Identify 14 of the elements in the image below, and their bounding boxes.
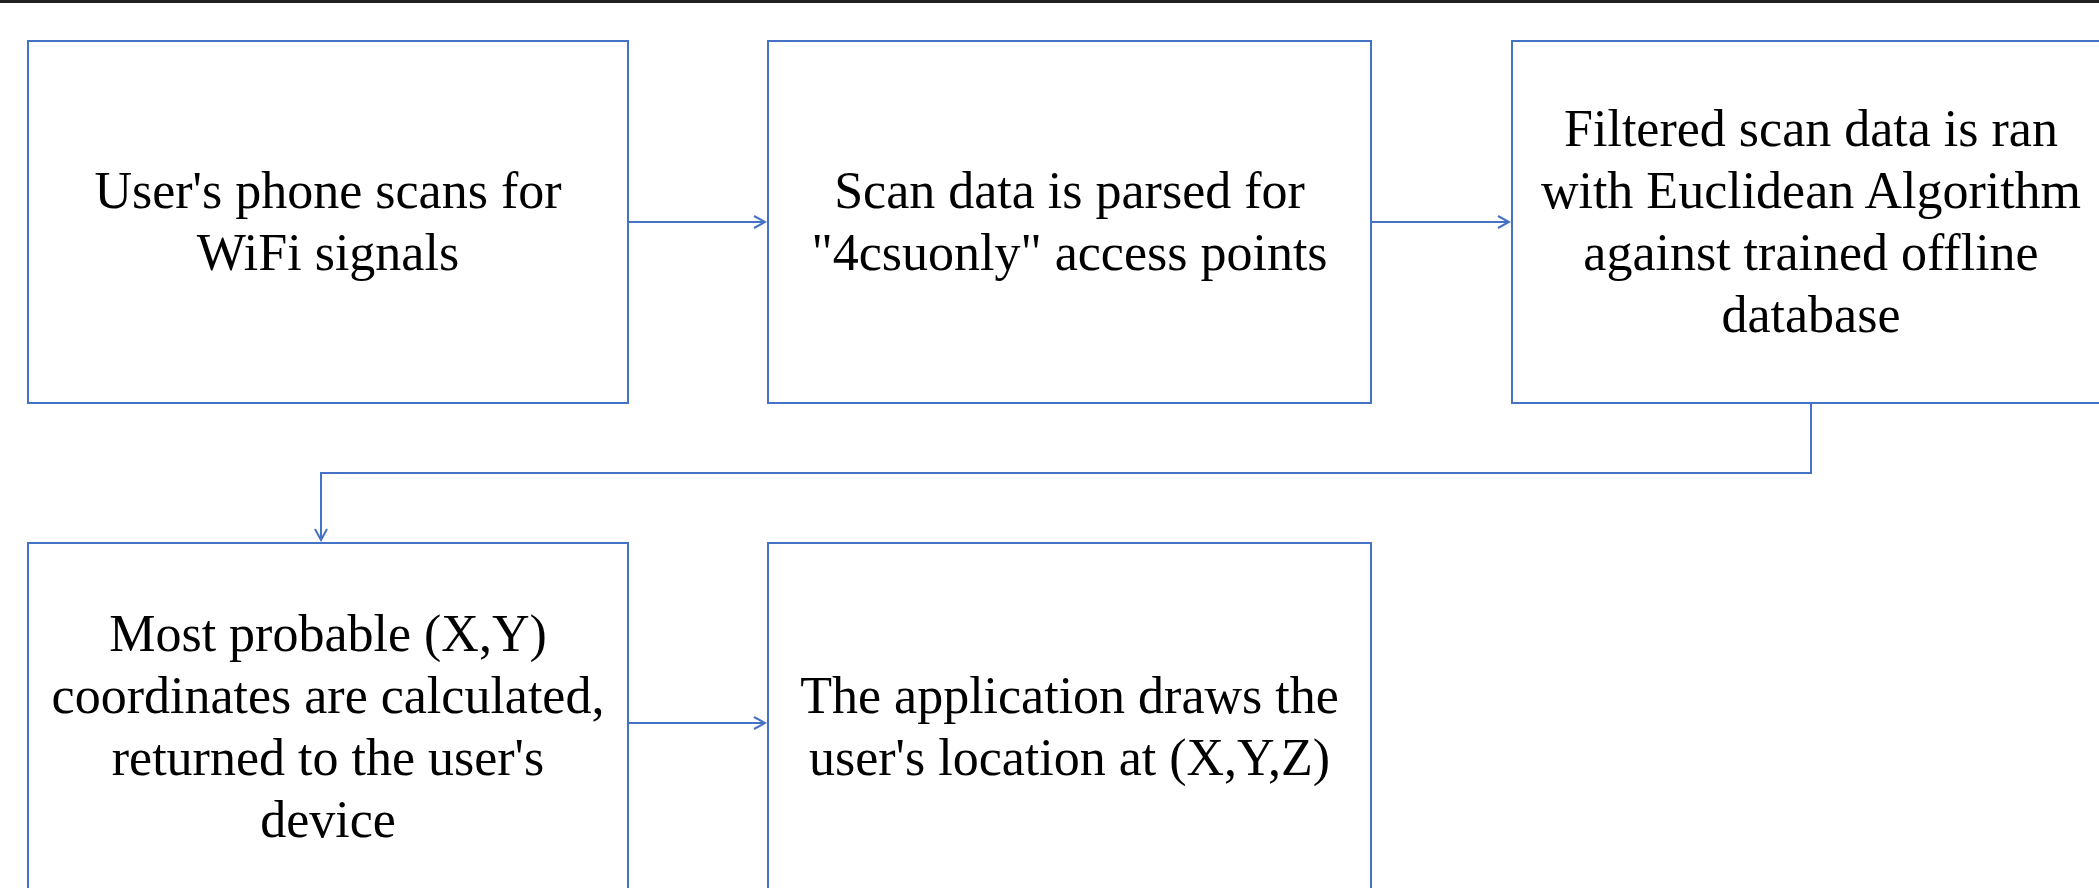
process-box (27, 542, 629, 888)
box-text: Scan data is parsed for "4csuonly" access points (810, 161, 1329, 283)
box-text: Most probable (X,Y) coordinates are calculated, returned to the user's device (50, 604, 606, 850)
process-box (767, 40, 1372, 404)
arrow (1371, 215, 1510, 229)
box-text: User's phone scans for WiFi signals (93, 161, 563, 283)
arrow (628, 215, 766, 229)
box-text: Filtered scan data is ran with Euclidean Algorithm against trained offline database (1539, 99, 2083, 345)
process-box (1511, 40, 2099, 404)
process-box (27, 40, 629, 404)
box-text: The application draws the user's location at (X,Y,Z) (799, 666, 1340, 788)
arrow (628, 716, 766, 730)
arrow (314, 403, 1812, 541)
process-box (767, 542, 1372, 888)
